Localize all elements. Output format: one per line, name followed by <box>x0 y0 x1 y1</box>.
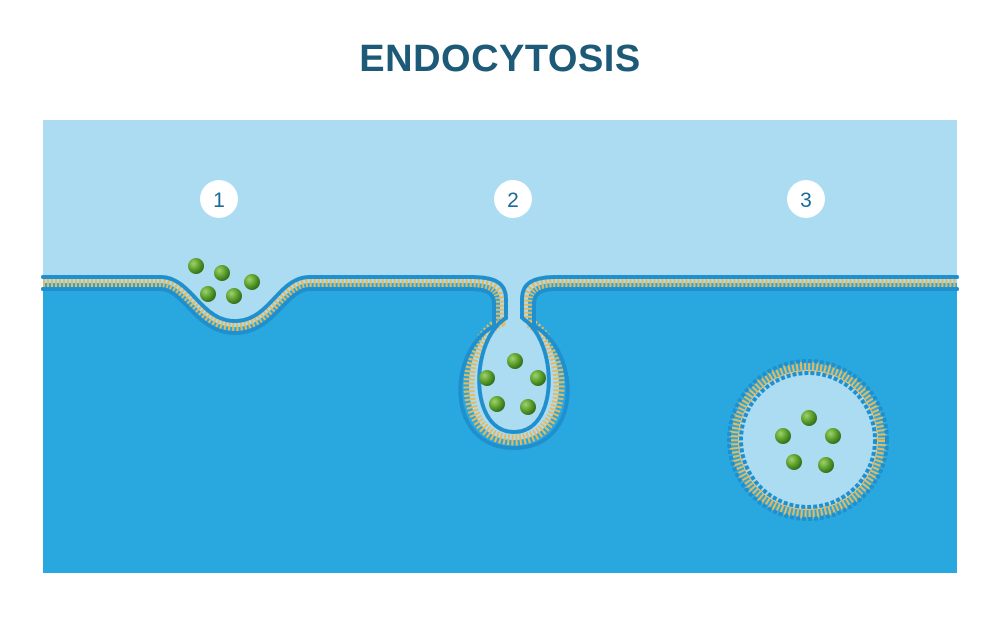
vesicle-membrane-tails <box>729 361 887 519</box>
step-badge-circle <box>200 180 238 218</box>
particle <box>825 428 841 444</box>
membrane-inner-heads <box>41 287 959 451</box>
particle <box>530 370 546 386</box>
vesicle-lumen <box>738 370 878 510</box>
particle <box>200 286 216 302</box>
particle <box>489 396 505 412</box>
step-badge-3: 3 <box>787 180 825 218</box>
membrane-outer-heads <box>41 275 959 435</box>
step-badge-2: 2 <box>494 180 532 218</box>
particle <box>520 399 536 415</box>
particle <box>775 428 791 444</box>
step-number-3: 3 <box>800 189 812 212</box>
cytoplasm <box>43 283 957 573</box>
particles-step-3 <box>775 410 841 473</box>
step-number-2: 2 <box>507 189 519 212</box>
particle <box>226 288 242 304</box>
particle <box>188 258 204 274</box>
particle <box>214 265 230 281</box>
step-badge-circle <box>494 180 532 218</box>
particle <box>479 370 495 386</box>
vesicle-inner-heads <box>739 371 877 509</box>
step-badge-1: 1 <box>200 180 238 218</box>
particle <box>507 353 523 369</box>
step-number-1: 1 <box>213 189 225 212</box>
particle <box>801 410 817 426</box>
particles-step-2 <box>479 353 546 415</box>
page-title: ENDOCYTOSIS <box>359 38 641 80</box>
particle <box>818 457 834 473</box>
vesicle <box>727 359 889 521</box>
particle <box>244 274 260 290</box>
step-badge-circle <box>787 180 825 218</box>
particles-step-1 <box>188 258 260 304</box>
particle <box>786 454 802 470</box>
plasma-membrane <box>41 275 959 451</box>
vesicle-outer-heads <box>727 359 889 521</box>
